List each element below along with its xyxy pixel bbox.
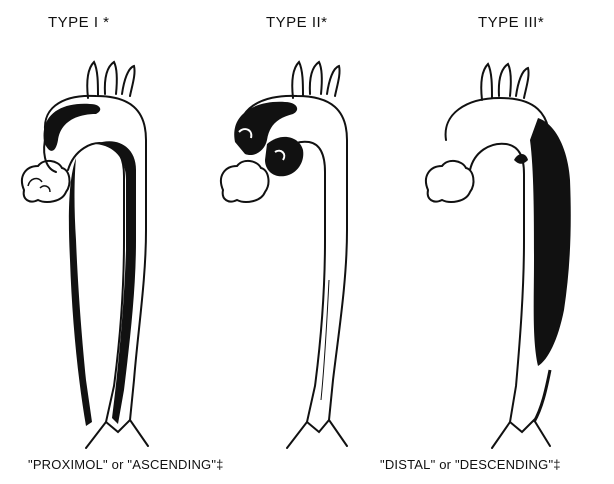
- type-3-label: TYPE III*: [478, 14, 544, 31]
- aorta-type-1-illustration: [0, 40, 205, 455]
- type-1-label: TYPE I *: [48, 14, 110, 31]
- type-2-label: TYPE II*: [266, 14, 328, 31]
- proximal-ascending-caption: "PROXIMOL" or "ASCENDING"‡: [28, 457, 224, 472]
- aorta-type-3-illustration: [410, 40, 614, 455]
- aorta-type-2-illustration: [205, 40, 410, 455]
- distal-descending-caption: "DISTAL" or "DESCENDING"‡: [380, 457, 561, 472]
